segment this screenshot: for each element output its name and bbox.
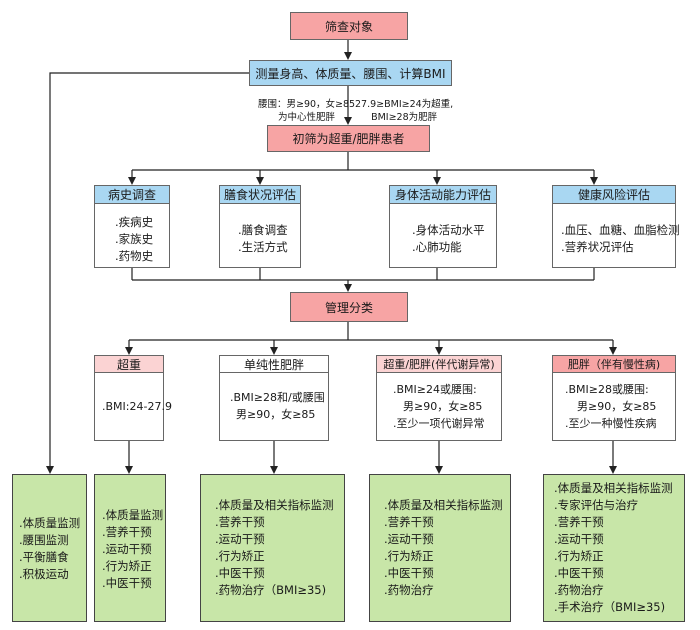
management-node: 管理分类: [290, 292, 408, 322]
category-overweight-box: 超重 .BMI:24-27.9: [94, 355, 172, 441]
intervention-chronic-box: .体质量及相关指标监测 .专家评估与治疗 .营养干预 .运动干预 .行为矫正 .…: [543, 474, 685, 622]
intervention-item: .体质量监测: [102, 508, 164, 522]
assessment-item: .血压、血糖、血脂检测: [561, 223, 680, 237]
category-title: 超重/肥胖(伴代谢异常): [376, 355, 502, 373]
category-criterion: .BMI≥28或腰围:: [565, 383, 649, 396]
assessment-title: 健康风险评估: [552, 185, 676, 204]
intervention-item: .营养干预: [554, 515, 604, 529]
intervention-item: .手术治疗（BMI≥35): [554, 600, 666, 614]
assessment-item: .家族史: [115, 232, 154, 246]
screen-target-node: 筛查对象: [290, 12, 408, 40]
intervention-item: .药物治疗: [384, 583, 434, 597]
intervention-item: .运动干预: [384, 532, 434, 546]
intervention-item: .中医干预: [384, 566, 434, 580]
category-title: 单纯性肥胖: [219, 355, 329, 373]
intervention-simple-obesity-box: .体质量及相关指标监测 .营养干预 .运动干预 .行为矫正 .中医干预 .药物治…: [200, 474, 345, 622]
measure-node: 测量身高、体质量、腰围、计算BMI: [249, 60, 452, 86]
assessment-title: 膳食状况评估: [219, 185, 301, 204]
intervention-item: .专家评估与治疗: [554, 498, 639, 512]
intervention-item: .体质量监测: [19, 516, 81, 530]
assessment-diet-box: 膳食状况评估 .膳食调查 .生活方式: [219, 185, 301, 268]
assessment-item: .疾病史: [115, 215, 154, 229]
category-criterion: .至少一种慢性疾病: [565, 417, 657, 430]
intervention-item: .平衡膳食: [19, 550, 69, 564]
intervention-item: .行为矫正: [384, 549, 434, 563]
initial-screen-label: 初筛为超重/肥胖患者: [292, 132, 405, 146]
measure-label: 测量身高、体质量、腰围、计算BMI: [255, 66, 446, 81]
intervention-item: .药物治疗（BMI≥35): [215, 583, 327, 597]
assessment-item: .生活方式: [238, 240, 288, 254]
intervention-item: .中医干预: [215, 566, 265, 580]
assessment-title: 病史调查: [94, 185, 170, 204]
waist-note: 腰围：男≥90，女≥85 为中心性肥胖: [258, 98, 355, 124]
waist-note-line: 腰围：男≥90，女≥85: [258, 99, 356, 110]
intervention-metabolic-box: .体质量及相关指标监测 .营养干预 .运动干预 .行为矫正 .中医干预 .药物治…: [369, 474, 511, 622]
intervention-item: .营养干预: [215, 515, 265, 529]
assessment-title: 身体活动能力评估: [389, 185, 497, 204]
intervention-item: .行为矫正: [554, 549, 604, 563]
assessment-item: .身体活动水平: [412, 223, 485, 237]
bmi-note: 27.9≥BMI≥24为超重, BMI≥28为肥胖: [355, 98, 453, 124]
assessment-item: .心肺功能: [412, 240, 462, 254]
assessment-risk-box: 健康风险评估 .血压、血糖、血脂检测 .营养状况评估: [552, 185, 680, 268]
category-criterion: .BMI≥24或腰围:: [393, 383, 477, 396]
intervention-item: .营养干预: [384, 515, 434, 529]
intervention-item: .体质量及相关指标监测: [554, 481, 673, 495]
category-criterion: 男≥90，女≥85: [403, 400, 483, 413]
category-simple-obesity-box: 单纯性肥胖 .BMI≥28和/或腰围 男≥90，女≥85: [219, 355, 329, 441]
intervention-item: .运动干预: [554, 532, 604, 546]
assessment-activity-box: 身体活动能力评估 .身体活动水平 .心肺功能: [389, 185, 497, 268]
intervention-item: .营养干预: [102, 525, 152, 539]
category-title: 超重: [94, 355, 164, 373]
assessment-item: .营养状况评估: [561, 240, 634, 254]
waist-note-line: 为中心性肥胖: [278, 112, 336, 123]
intervention-item: .体质量及相关指标监测: [384, 498, 503, 512]
category-title: 肥胖（伴有慢性病): [552, 355, 676, 373]
intervention-item: .体质量及相关指标监测: [215, 498, 334, 512]
intervention-overweight-box: .体质量监测 .营养干预 .运动干预 .行为矫正 .中医干预: [94, 474, 166, 622]
bmi-note-line: BMI≥28为肥胖: [371, 112, 438, 123]
bmi-note-line: 27.9≥BMI≥24为超重,: [355, 99, 454, 110]
initial-screen-node: 初筛为超重/肥胖患者: [267, 125, 430, 152]
intervention-item: .积极运动: [19, 567, 69, 581]
category-criterion: .BMI:24-27.9: [102, 400, 172, 413]
category-criterion: .至少一项代谢异常: [393, 417, 485, 430]
management-label: 管理分类: [324, 300, 373, 315]
assessment-history-box: 病史调查 .疾病史 .家族史 .药物史: [94, 185, 170, 268]
intervention-item: .运动干预: [215, 532, 265, 546]
assessment-item: .药物史: [115, 249, 154, 263]
intervention-item: .药物治疗: [554, 583, 604, 597]
category-criterion: 男≥90，女≥85: [577, 400, 657, 413]
intervention-item: .中医干预: [554, 566, 604, 580]
intervention-item: .运动干预: [102, 542, 152, 556]
category-criterion: 男≥90，女≥85: [236, 408, 316, 421]
intervention-item: .中医干预: [102, 576, 152, 590]
screen-target-label: 筛查对象: [324, 19, 373, 34]
intervention-item: .行为矫正: [215, 549, 265, 563]
category-chronic-box: 肥胖（伴有慢性病) .BMI≥28或腰围: 男≥90，女≥85 .至少一种慢性疾…: [552, 355, 676, 441]
category-criterion: .BMI≥28和/或腰围: [230, 391, 325, 404]
intervention-item: .腰围监测: [19, 533, 69, 547]
intervention-general-box: .体质量监测 .腰围监测 .平衡膳食 .积极运动: [12, 474, 87, 622]
category-metabolic-box: 超重/肥胖(伴代谢异常) .BMI≥24或腰围: 男≥90，女≥85 .至少一项…: [376, 355, 502, 441]
assessment-item: .膳食调查: [238, 223, 288, 237]
intervention-item: .行为矫正: [102, 559, 152, 573]
